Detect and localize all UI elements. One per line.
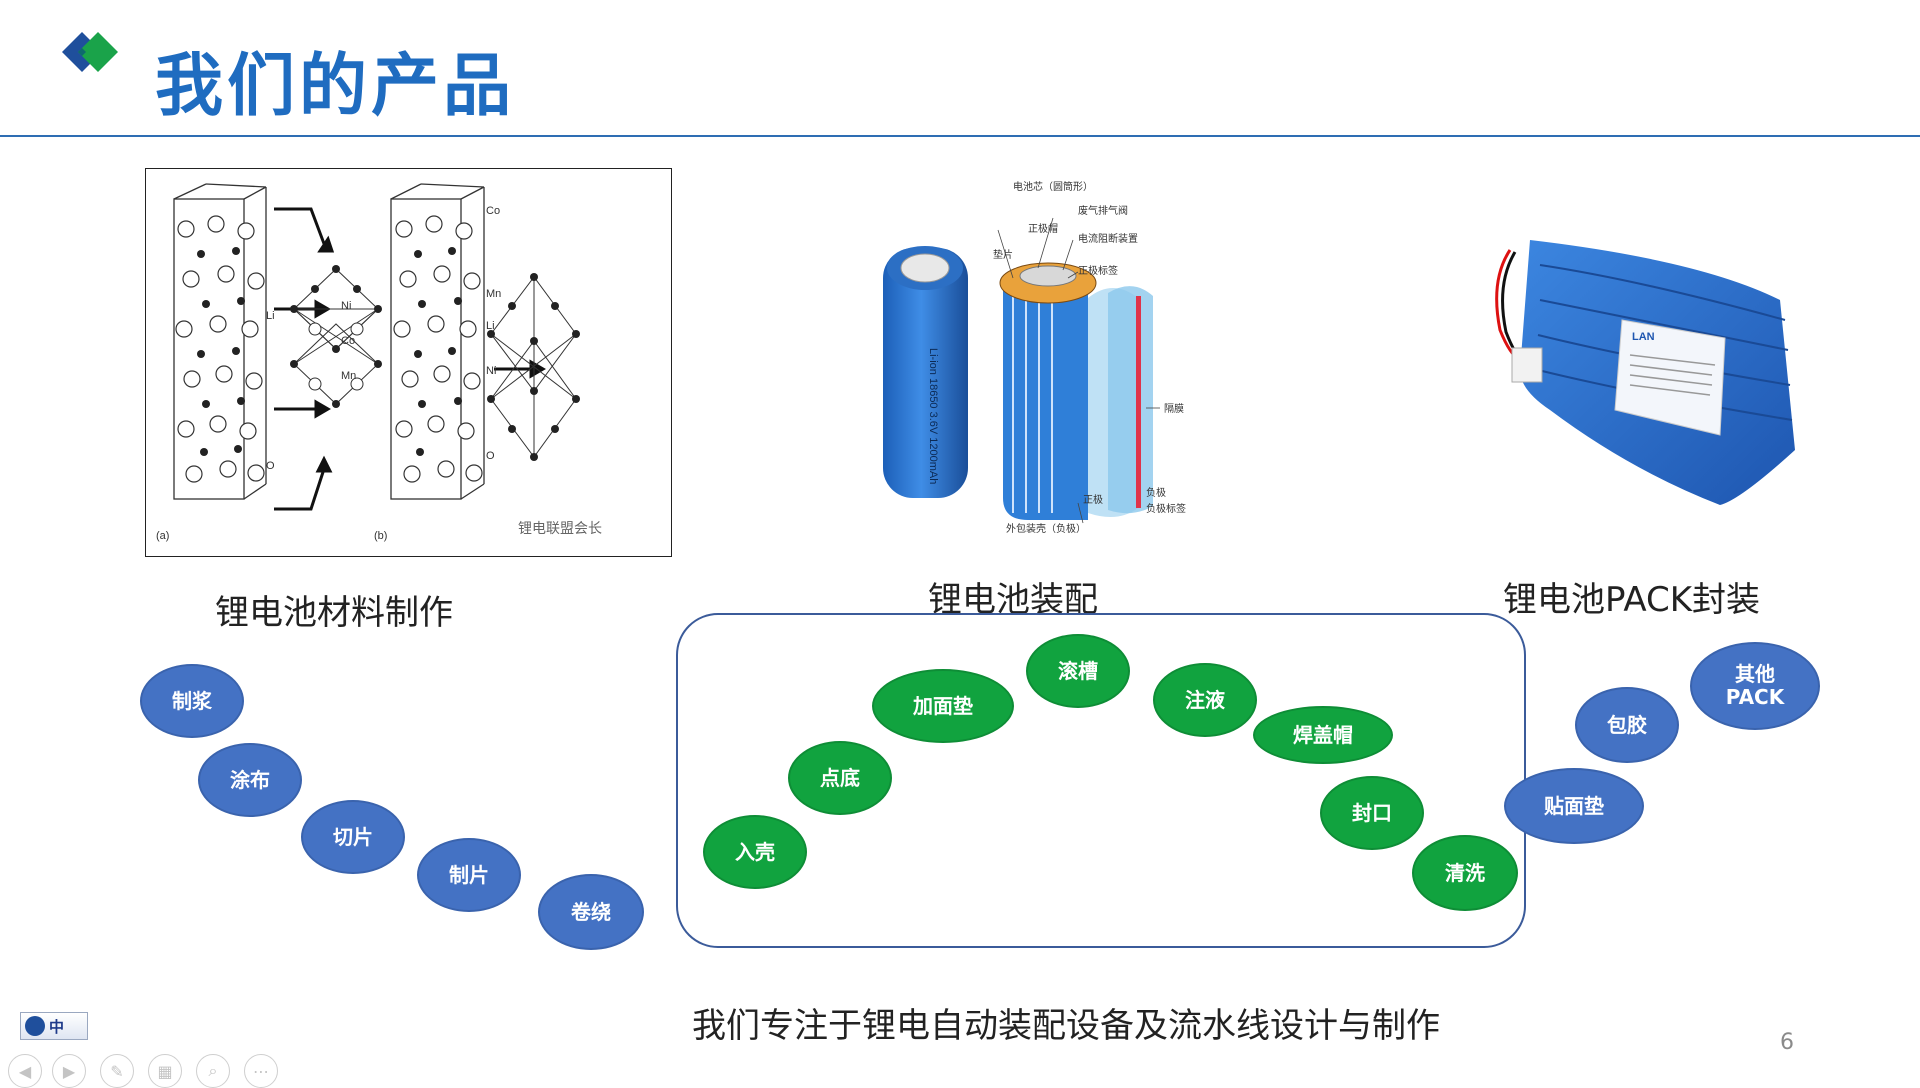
label-cid: 电流阻断装置 — [1078, 232, 1138, 245]
label-li-b: Li — [486, 320, 495, 332]
label-core: 电池芯（圆筒形） — [1013, 180, 1093, 193]
step-fill-electrolyte: 注液 — [1153, 663, 1257, 737]
more-icon[interactable]: ⋯ — [244, 1054, 278, 1088]
page-number: 6 — [1780, 1030, 1794, 1055]
label-b: (b) — [374, 530, 387, 542]
battery-pack-image: LAN — [1495, 240, 1795, 505]
slides-icon[interactable]: ▦ — [148, 1054, 182, 1088]
caption-materials: 锂电池材料制作 — [215, 593, 453, 633]
step-spot-bottom: 点底 — [788, 741, 892, 815]
step-clean: 清洗 — [1412, 835, 1518, 911]
label-o-b: O — [486, 450, 495, 462]
step-winding: 卷绕 — [538, 874, 644, 950]
forward-icon[interactable]: ▶ — [52, 1054, 86, 1088]
ime-indicator[interactable]: 中 — [20, 1012, 88, 1040]
label-negative: 负极 — [1146, 486, 1166, 499]
step-cutting: 切片 — [301, 800, 405, 874]
step-add-pad: 加面垫 — [872, 669, 1014, 743]
step-seal: 封口 — [1320, 776, 1424, 850]
label-o: O — [266, 460, 275, 472]
pen-icon[interactable]: ✎ — [100, 1054, 134, 1088]
watermark: 锂电联盟会长 — [518, 520, 602, 536]
label-co: Co — [341, 335, 355, 347]
zoom-icon[interactable]: ⌕ — [196, 1054, 230, 1088]
diamond-logo-icon — [62, 32, 118, 72]
cell-assembly-image: Li-ion 18650 3.6V 1200mAh 电池芯（圆筒形） 废气排气阀… — [883, 180, 1186, 535]
label-a: (a) — [156, 530, 169, 542]
label-separator: 隔膜 — [1164, 403, 1184, 415]
ime-language-label: 中 — [49, 1017, 65, 1036]
lattice-structure-image: (a) Li O Ni Co Mn (b) Co Mn Li Ni O 锂电联盟… — [145, 168, 672, 557]
company-statement: 我们专注于锂电自动装配设备及流水线设计与制作 — [692, 1006, 1440, 1046]
label-mn: Mn — [341, 370, 356, 382]
step-wrap-tape: 包胶 — [1575, 687, 1679, 763]
label-ni: Ni — [341, 300, 351, 312]
cell-print: Li-ion 18650 3.6V 1200mAh — [927, 348, 939, 484]
page-title: 我们的产品 — [155, 47, 516, 126]
label-mn-b: Mn — [486, 288, 501, 300]
step-coating: 涂布 — [198, 743, 302, 817]
caption-pack: 锂电池PACK封装 — [1503, 580, 1761, 620]
step-grooving: 滚槽 — [1026, 634, 1130, 708]
label-cap: 正极帽 — [1028, 222, 1058, 235]
label-li: Li — [266, 310, 275, 322]
step-attach-pad: 贴面垫 — [1504, 768, 1644, 844]
step-other-pack: 其他 PACK — [1690, 642, 1820, 730]
back-icon[interactable]: ◀ — [8, 1054, 42, 1088]
label-vent: 废气排气阀 — [1078, 204, 1128, 217]
label-case: 外包装壳（负极） — [1006, 522, 1086, 535]
step-insert-shell: 入壳 — [703, 815, 807, 889]
step-sheet-making: 制片 — [417, 838, 521, 912]
label-tab-neg: 负极标签 — [1146, 502, 1186, 515]
step-weld-cap: 焊盖帽 — [1253, 706, 1393, 764]
label-positive: 正极 — [1083, 493, 1103, 506]
pack-label-brand: LAN — [1632, 331, 1655, 343]
label-co-b: Co — [486, 205, 500, 217]
label-gasket: 垫片 — [993, 248, 1013, 261]
title-divider — [0, 135, 1920, 137]
label-ni-b: Ni — [486, 365, 496, 377]
ime-logo-icon — [25, 1016, 45, 1036]
label-tab-pos: 正极标签 — [1078, 264, 1118, 277]
step-slurry: 制浆 — [140, 664, 244, 738]
